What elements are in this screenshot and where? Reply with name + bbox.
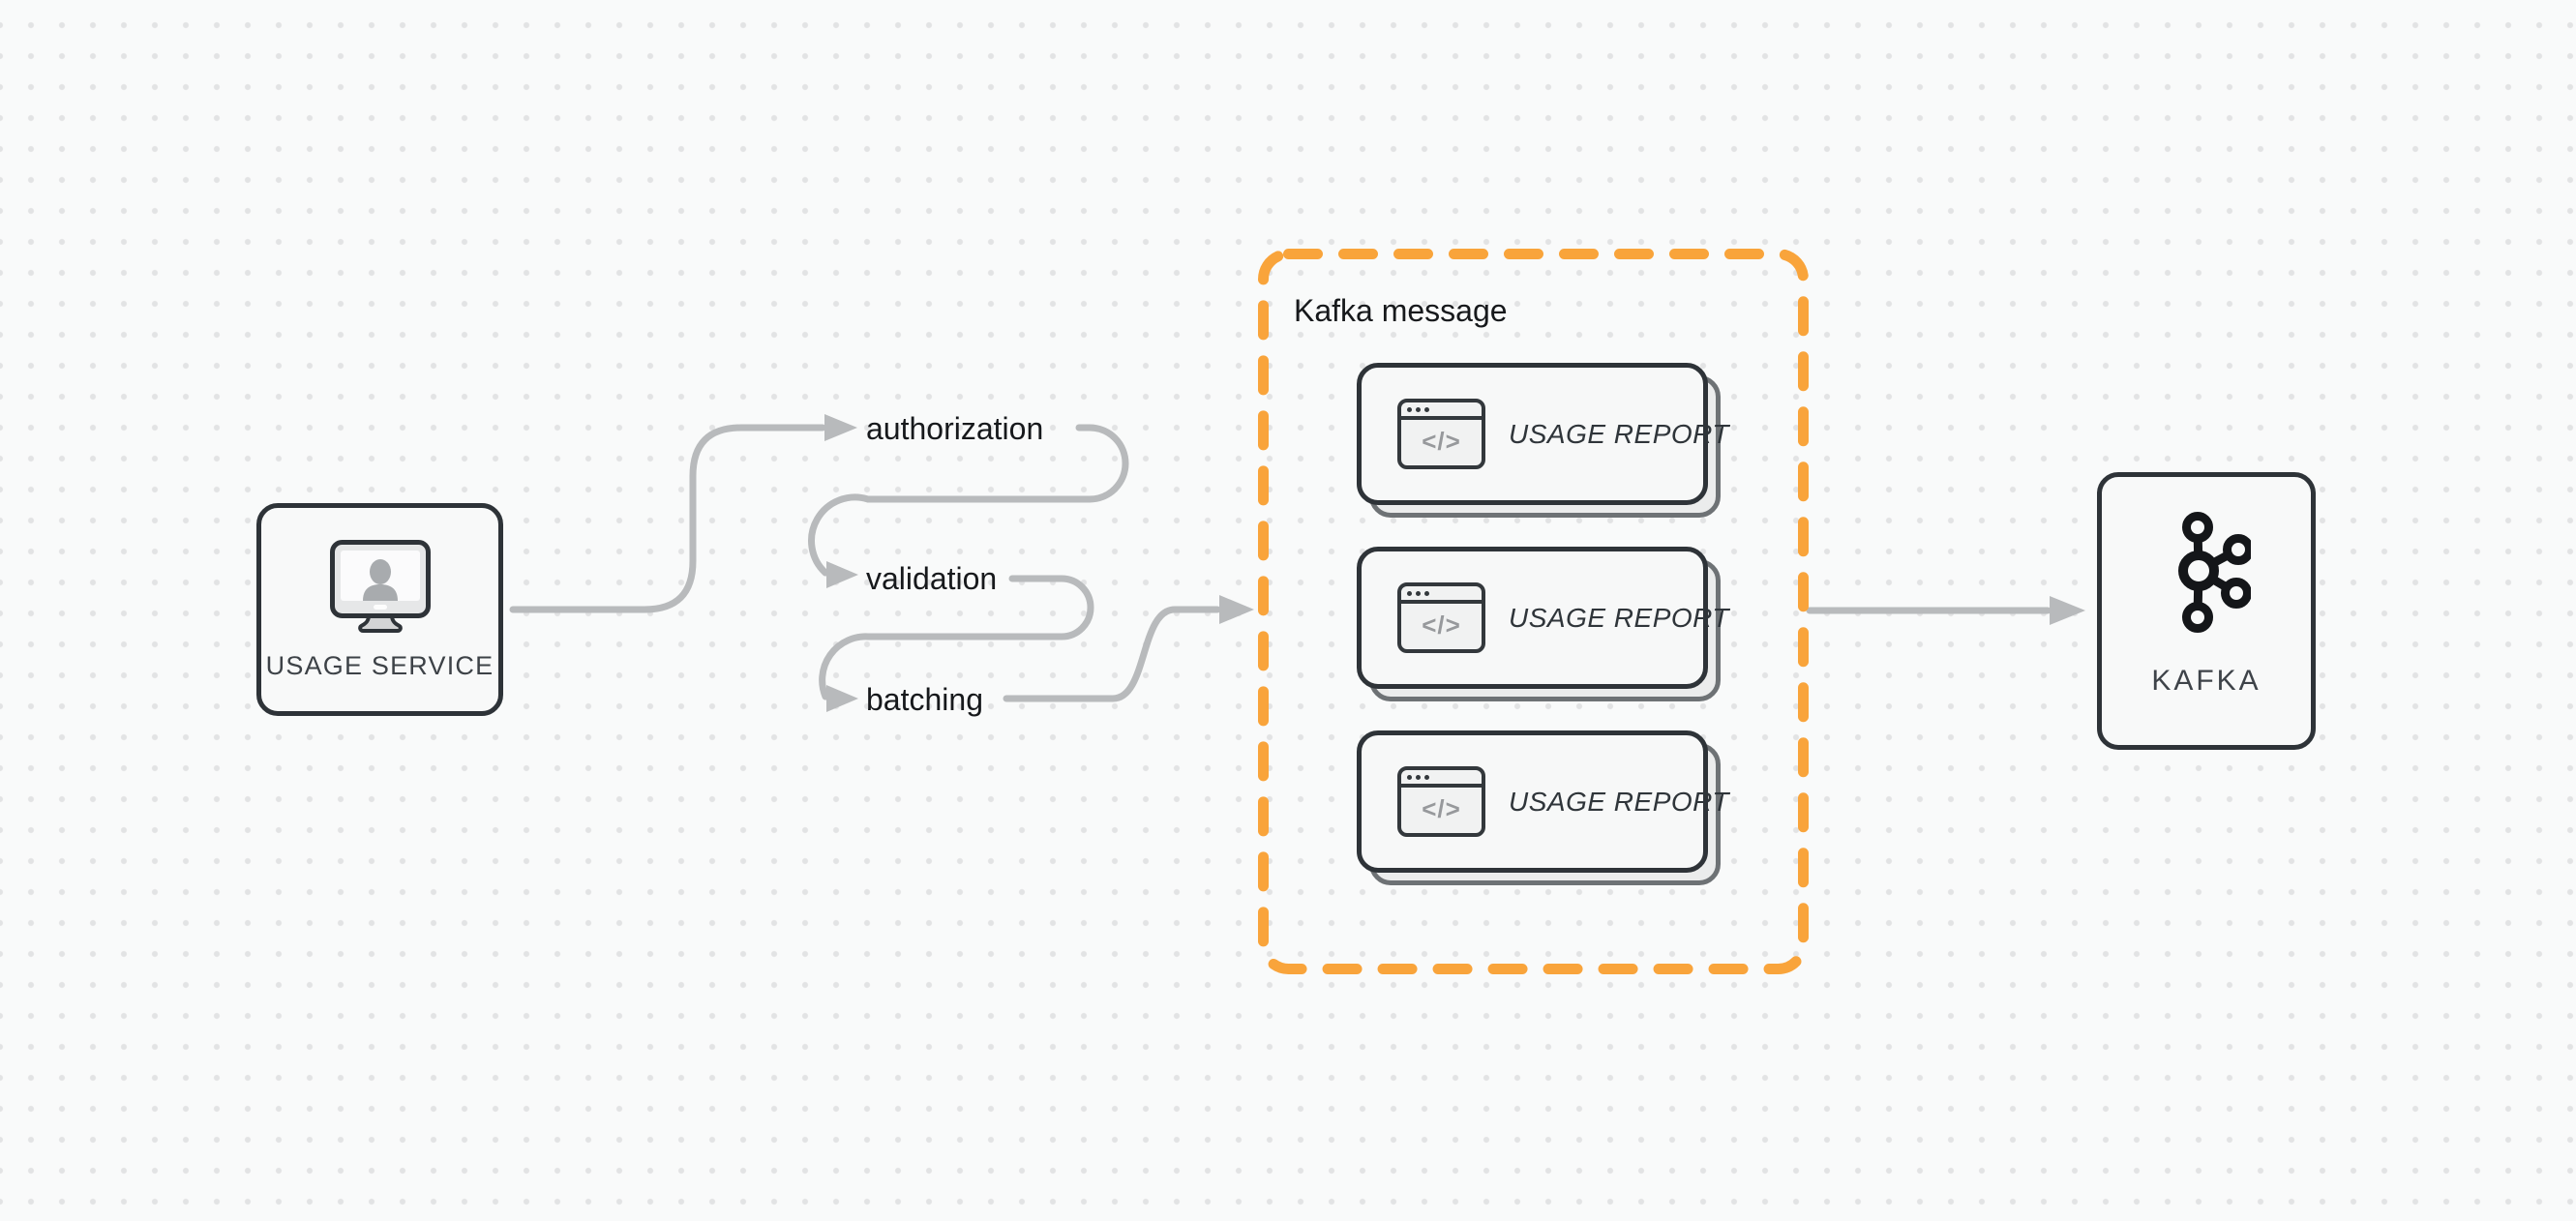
code-glyph: </>	[1422, 427, 1461, 456]
kafka-logo-icon	[2162, 508, 2254, 636]
kafka-node: KAFKA	[2097, 472, 2316, 750]
code-window-icon: </>	[1397, 399, 1485, 469]
step-label-authorization: authorization	[866, 411, 1044, 446]
arrowhead-icon	[2050, 596, 2085, 625]
code-glyph: </>	[1422, 610, 1461, 640]
arrowhead-icon	[826, 561, 858, 588]
connector-usage-to-authorization	[509, 424, 826, 613]
usage-report-label: USAGE REPORT	[1509, 418, 1729, 449]
usage-report-card: </> USAGE REPORT	[1357, 730, 1728, 885]
step-label-batching: batching	[866, 682, 983, 717]
usage-report-card: </> USAGE REPORT	[1357, 363, 1728, 518]
usage-report-label: USAGE REPORT	[1509, 786, 1729, 817]
usage-report-card: </> USAGE REPORT	[1357, 547, 1728, 701]
monitor-user-icon	[329, 540, 431, 635]
code-window-icon: </>	[1397, 766, 1485, 837]
kafka-label: KAFKA	[2151, 665, 2261, 697]
kafka-message-boundary	[1258, 249, 1809, 974]
code-glyph: </>	[1422, 794, 1461, 823]
code-window-icon: </>	[1397, 582, 1485, 653]
kafka-message-group-title: Kafka message	[1294, 293, 1508, 328]
connector-authorization-to-validation	[808, 424, 1129, 577]
window-dots-icon	[1401, 402, 1482, 420]
window-dots-icon	[1401, 586, 1482, 604]
arrowhead-icon	[1219, 595, 1254, 624]
step-label-validation: validation	[866, 561, 998, 596]
connector-batching-to-group	[1003, 606, 1221, 702]
arrowhead-icon	[826, 685, 858, 712]
usage-report-label: USAGE REPORT	[1509, 602, 1729, 633]
connector-validation-to-batching	[819, 575, 1094, 700]
window-dots-icon	[1401, 770, 1482, 788]
usage-service-label: USAGE SERVICE	[265, 651, 494, 680]
arrowhead-icon	[824, 414, 857, 441]
usage-service-node: USAGE SERVICE	[256, 503, 503, 716]
